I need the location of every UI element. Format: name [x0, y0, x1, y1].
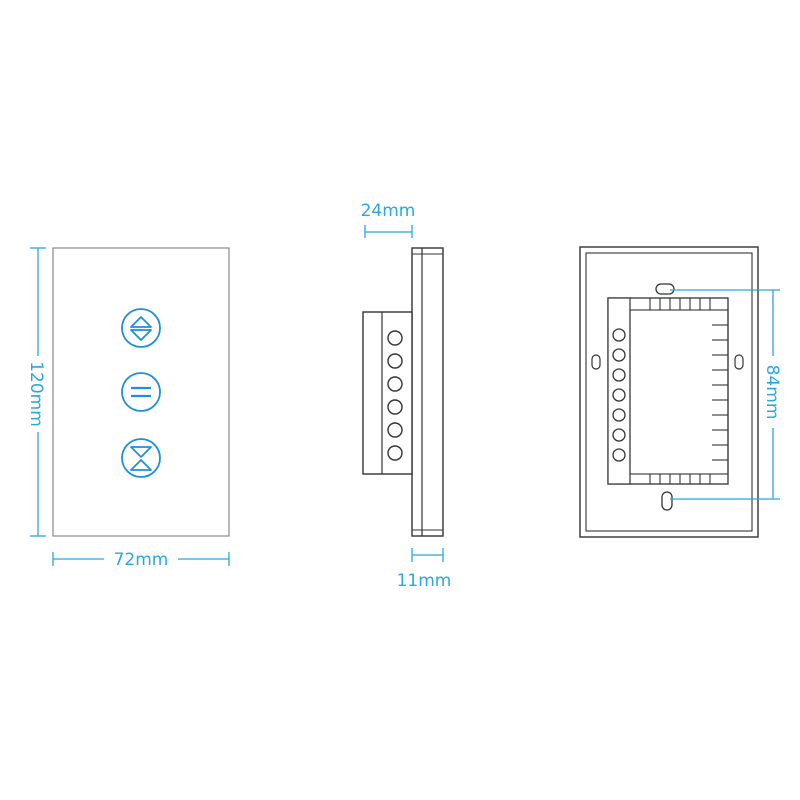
top-mount-hole — [655, 283, 675, 295]
back-fins-right — [712, 324, 728, 461]
mount-spacing-label: 84mm — [762, 365, 782, 420]
front-view: 120mm 72mm — [26, 247, 230, 570]
front-panel — [52, 247, 230, 537]
depth-total-label: 24mm — [361, 201, 416, 221]
side-faceplate — [411, 247, 444, 537]
pause-bars-icon — [131, 386, 151, 398]
bottom-mount-hole — [661, 491, 673, 511]
stop-button[interactable] — [121, 372, 161, 412]
depth-total-dimension — [364, 225, 413, 238]
back-view: 84mm — [579, 246, 782, 538]
back-fins-top — [649, 298, 711, 310]
height-label: 120mm — [26, 361, 46, 427]
side-body — [362, 311, 413, 475]
side-terminals — [387, 330, 403, 461]
height-dimension — [30, 247, 46, 537]
up-down-triangle-icon — [130, 316, 152, 341]
hourglass-triangle-icon — [130, 446, 152, 471]
left-side-hole — [591, 354, 601, 370]
depth-panel-label: 11mm — [397, 571, 452, 591]
back-frame-inner — [585, 252, 753, 532]
right-side-hole — [734, 354, 744, 370]
close-button[interactable] — [121, 438, 161, 478]
width-dimension — [52, 552, 230, 566]
open-button[interactable] — [121, 308, 161, 348]
mount-spacing-dimension — [670, 289, 780, 500]
back-fins-bottom — [649, 474, 711, 484]
depth-panel-dimension — [411, 548, 444, 562]
width-label: 72mm — [114, 550, 169, 570]
side-view: 24mm 11mm — [361, 201, 452, 591]
back-terminals — [612, 328, 626, 462]
